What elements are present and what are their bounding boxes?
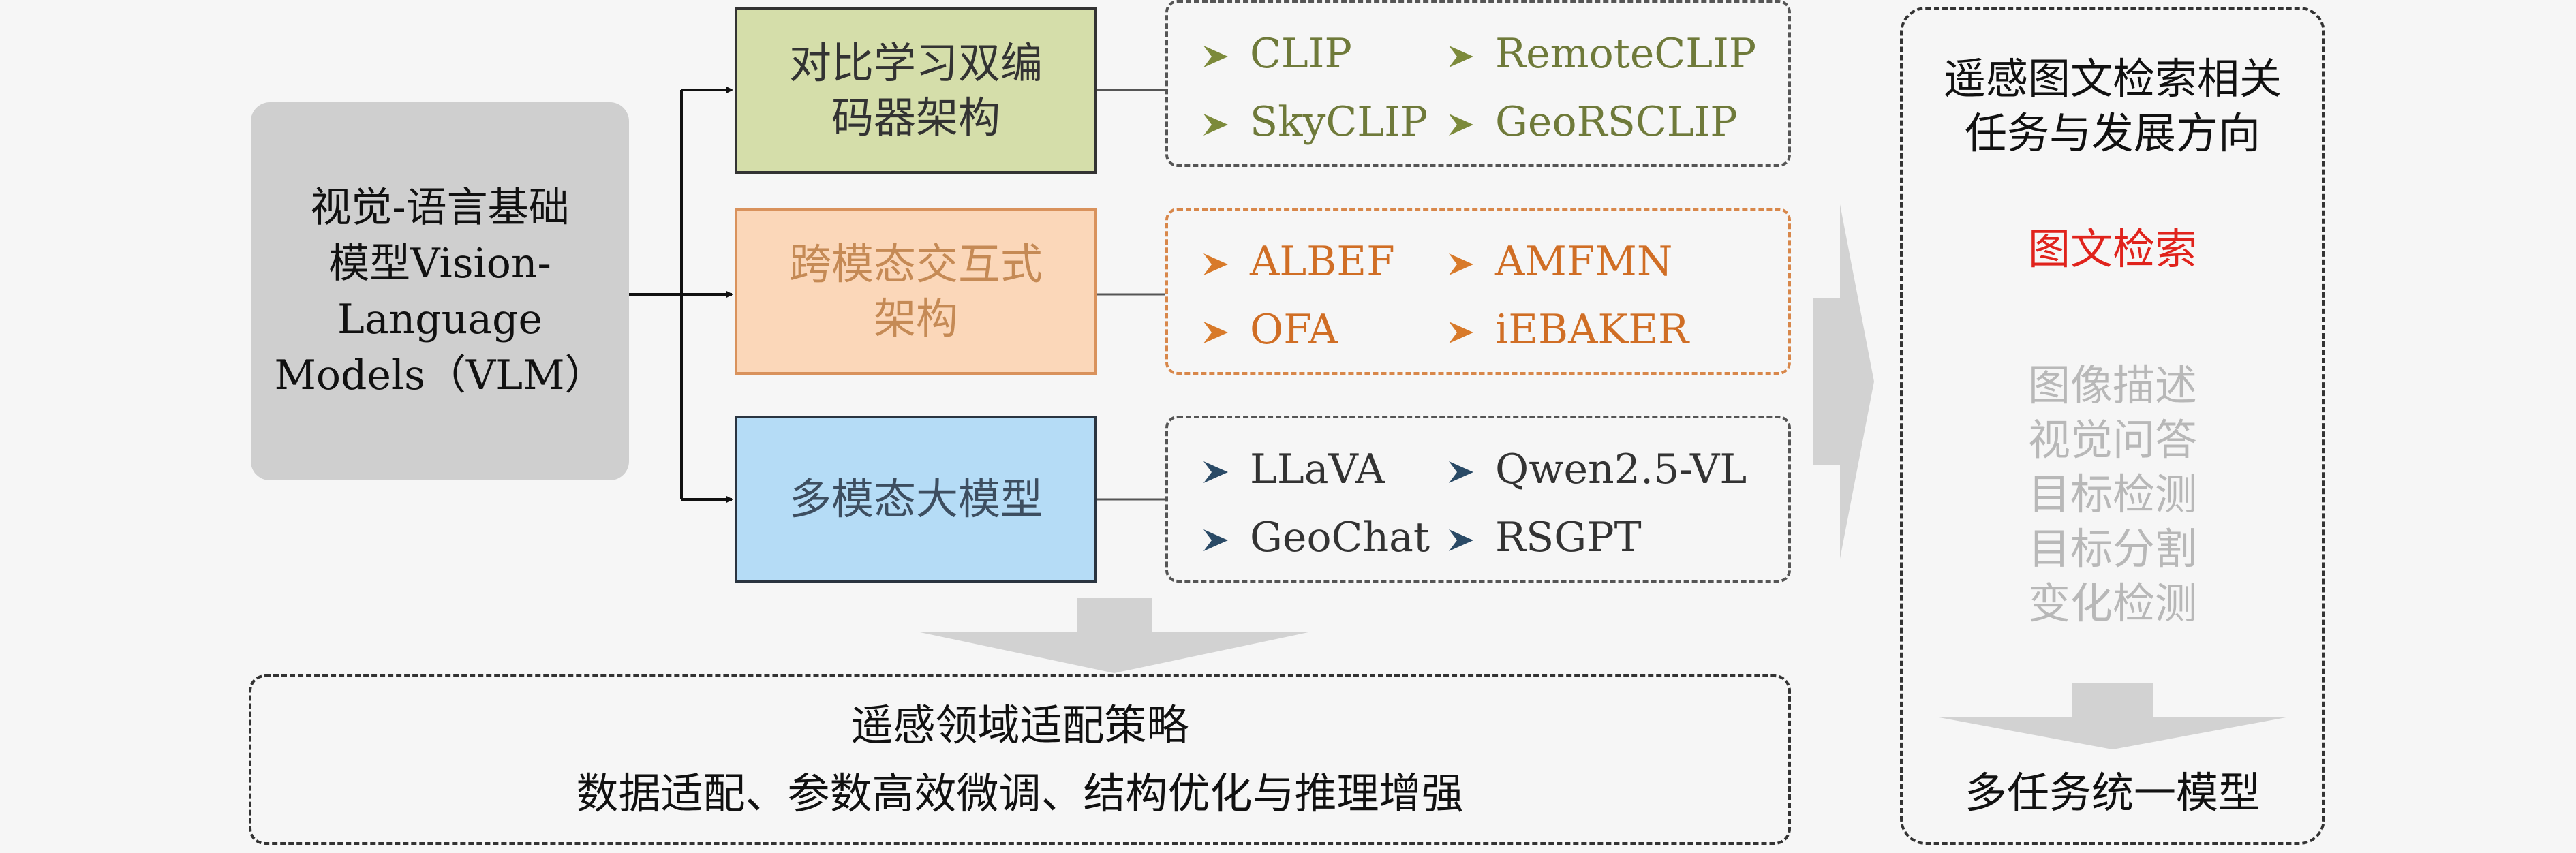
category-label-line1: 多模态大模型: [788, 474, 1043, 524]
model-list-cross-modal: ALBEF AMFMN OFA iEBAKER: [1165, 208, 1791, 375]
chevron-right-icon: [1447, 99, 1475, 136]
strategy-detail: 数据适配、参数高效微调、结构优化与推理增强: [576, 769, 1464, 818]
model-item: LLaVA: [1202, 446, 1385, 493]
model-item: GeoRSCLIP: [1447, 98, 1738, 146]
category-label-line2: 架构: [873, 293, 958, 343]
chevron-right-icon: [1202, 307, 1229, 343]
category-label-line1: 跨模态交互式: [788, 238, 1043, 289]
task-item: 目标分割: [2027, 524, 2197, 574]
task-highlight: 图文检索: [2027, 224, 2197, 274]
model-item: SkyCLIP: [1202, 98, 1428, 146]
category-mllm: 多模态大模型: [735, 416, 1097, 583]
vlm-label-line2: 模型Vision-: [328, 239, 551, 288]
chevron-right-icon: [1447, 447, 1475, 483]
big-arrow-right: [1813, 204, 1874, 559]
task-item: 目标检测: [2027, 469, 2197, 519]
chevron-right-icon: [1202, 99, 1229, 136]
vlm-label-line1: 视觉-语言基础: [310, 183, 570, 232]
category-dual-encoder: 对比学习双编 码器架构: [735, 7, 1097, 174]
model-list-mllm: LLaVA Qwen2.5-VL GeoChat RSGPT: [1165, 416, 1791, 583]
tasks-title-line2: 任务与发展方向: [1964, 108, 2260, 158]
vlm-label-line3: Language: [337, 295, 542, 343]
adaptation-strategy-box: 遥感领域适配策略 数据适配、参数高效微调、结构优化与推理增强: [249, 674, 1791, 845]
unified-model-label: 多任务统一模型: [1964, 768, 2260, 818]
task-item: 视觉问答: [2027, 415, 2197, 465]
vlm-root-box: 视觉-语言基础 模型Vision- Language Models（VLM）: [251, 102, 629, 480]
chevron-right-icon: [1447, 31, 1475, 67]
tasks-panel: 遥感图文检索相关 任务与发展方向 图文检索 图像描述 视觉问答 目标检测 目标分…: [1900, 7, 2325, 845]
category-label-line2: 码器架构: [831, 92, 1000, 142]
chevron-right-icon: [1447, 515, 1475, 551]
task-item: 变化检测: [2027, 578, 2197, 628]
model-item: GeoChat: [1202, 514, 1430, 561]
model-item: CLIP: [1202, 30, 1352, 78]
chevron-right-icon: [1447, 307, 1475, 343]
chevron-right-icon: [1202, 31, 1229, 67]
chevron-right-icon: [1447, 239, 1475, 275]
model-item: iEBAKER: [1447, 306, 1689, 354]
model-item: ALBEF: [1202, 238, 1395, 285]
category-label-line1: 对比学习双编: [788, 37, 1043, 88]
model-item: OFA: [1202, 306, 1338, 354]
tasks-title-line1: 遥感图文检索相关: [1943, 54, 2282, 104]
model-item: Qwen2.5-VL: [1447, 446, 1747, 493]
model-item: RSGPT: [1447, 514, 1642, 561]
chevron-right-icon: [1202, 239, 1229, 275]
strategy-title: 遥感领域适配策略: [850, 700, 1189, 750]
chevron-right-icon: [1202, 515, 1229, 551]
panel-arrow-down: [1935, 683, 2290, 749]
task-item: 图像描述: [2027, 360, 2197, 410]
model-item: AMFMN: [1447, 238, 1672, 285]
vlm-label-line4: Models（VLM）: [274, 351, 606, 399]
model-list-dual-encoder: CLIP RemoteCLIP SkyCLIP GeoRSCLIP: [1165, 0, 1791, 167]
model-item: RemoteCLIP: [1447, 30, 1756, 78]
category-cross-modal: 跨模态交互式 架构: [735, 208, 1097, 375]
chevron-right-icon: [1202, 447, 1229, 483]
big-arrow-down: [920, 598, 1308, 673]
